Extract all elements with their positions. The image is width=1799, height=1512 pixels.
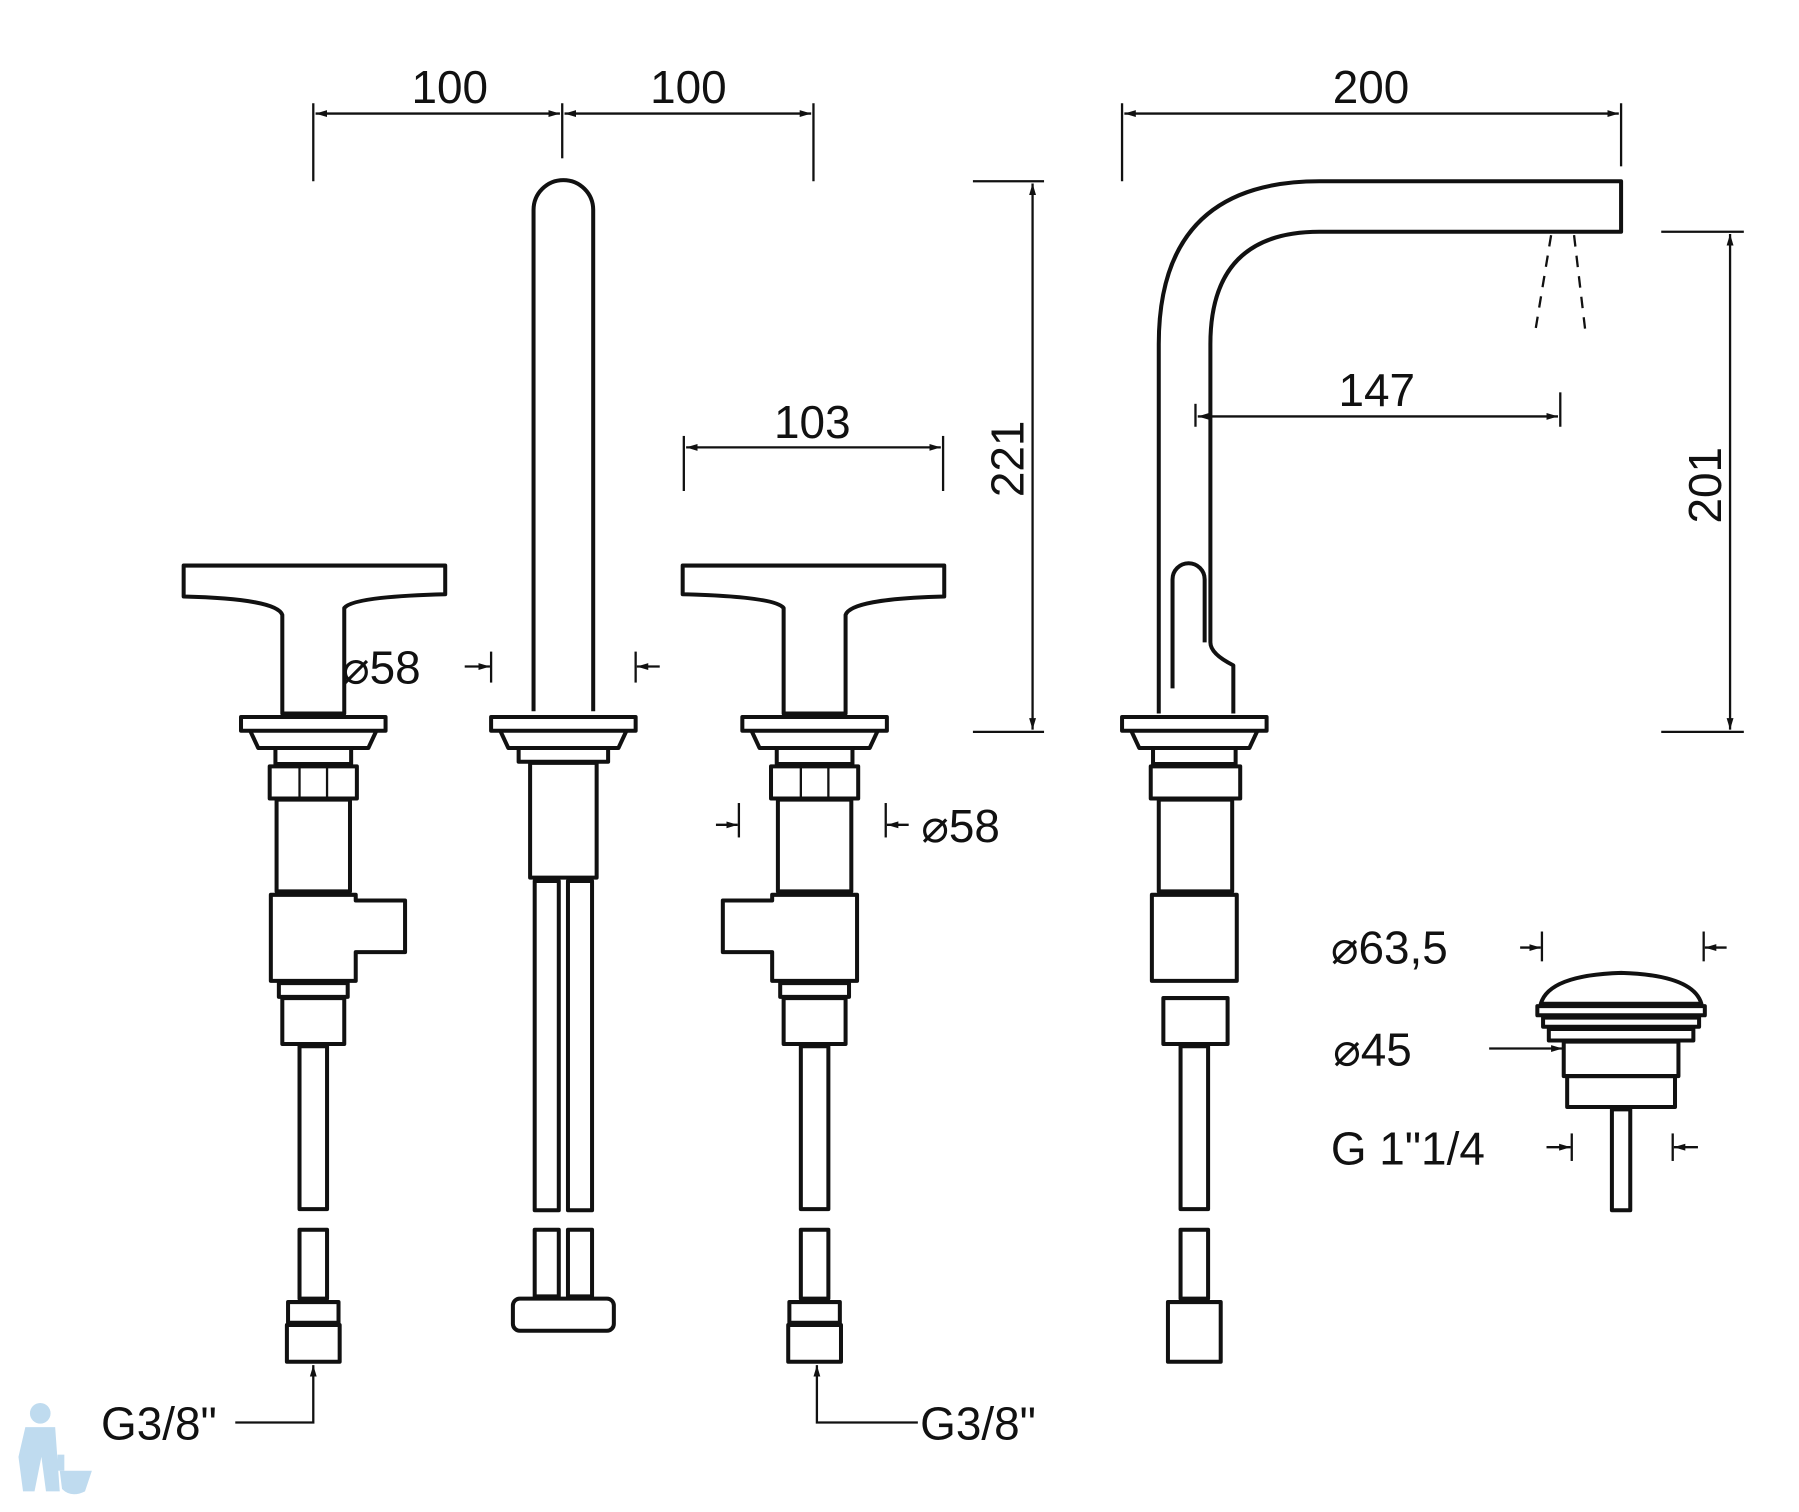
dim-label-handle-width: 103 bbox=[774, 396, 851, 448]
dim-label-right-spacing: 100 bbox=[650, 61, 727, 113]
dim-label-base-diameter-right: ⌀58 bbox=[921, 800, 1000, 852]
right-valve bbox=[683, 566, 945, 1362]
spout-side-view bbox=[1120, 179, 1624, 1364]
dim-label-total-reach: 200 bbox=[1333, 61, 1410, 113]
spout-front-view bbox=[489, 178, 638, 1333]
dim-label-drain-top-diameter: ⌀63,5 bbox=[1331, 922, 1448, 974]
dim-label-spout-height: 221 bbox=[981, 421, 1033, 498]
label-left-connection: G3/8" bbox=[101, 1398, 217, 1450]
plumber-logo bbox=[18, 1403, 92, 1495]
dimension-lines bbox=[235, 103, 1744, 1424]
dim-label-drain-thread: G 1"1/4 bbox=[1331, 1122, 1485, 1174]
dim-label-drain-body-diameter: ⌀45 bbox=[1333, 1024, 1412, 1076]
dim-label-spout-reach: 147 bbox=[1338, 364, 1415, 416]
pop-up-drain bbox=[1535, 970, 1707, 1213]
dim-label-left-spacing: 100 bbox=[412, 61, 489, 113]
label-right-connection: G3/8" bbox=[920, 1398, 1036, 1450]
dim-label-base-diameter-left: ⌀58 bbox=[342, 642, 421, 694]
dim-label-outlet-height: 201 bbox=[1679, 447, 1731, 524]
